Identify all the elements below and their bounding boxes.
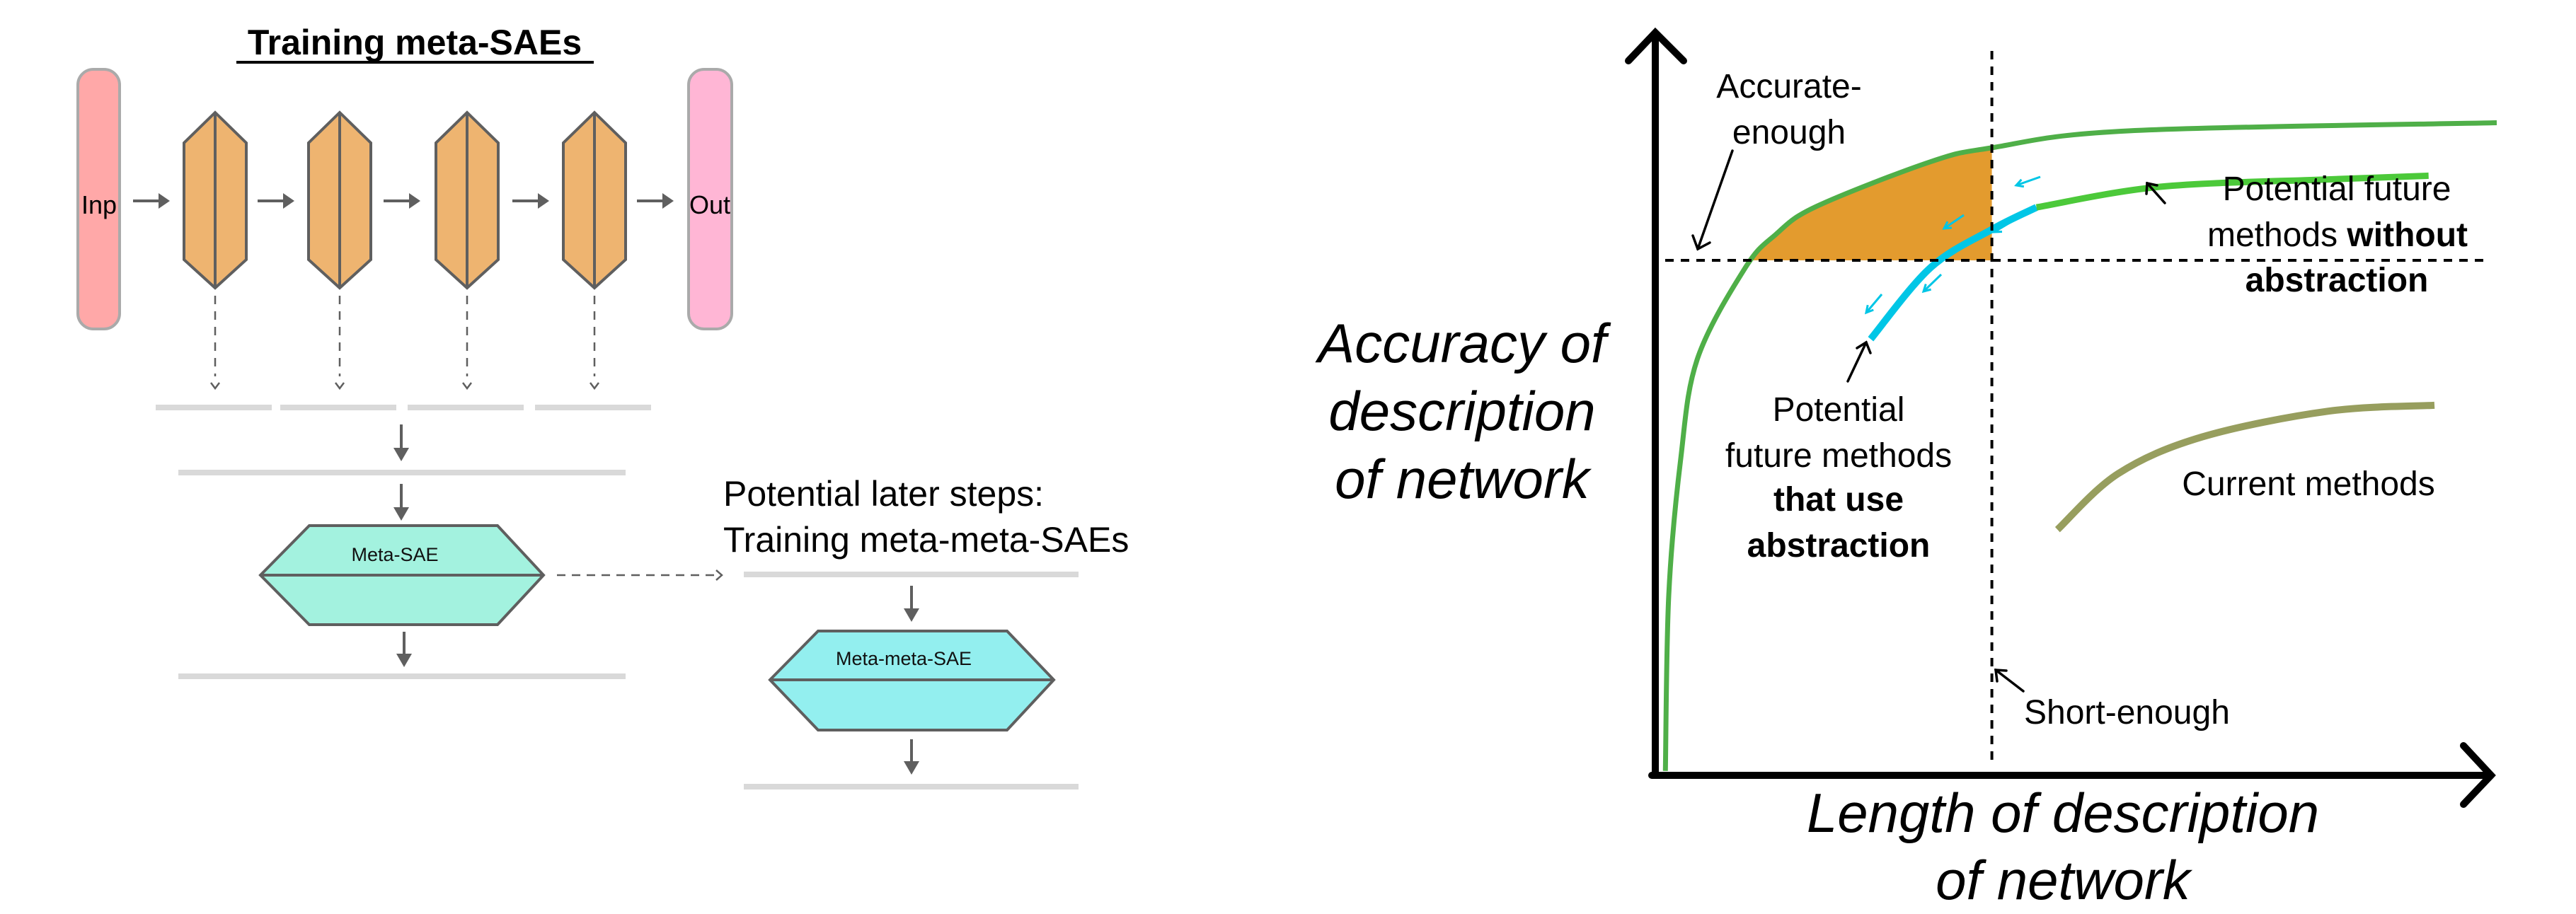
label-part: methods xyxy=(2207,216,2347,254)
layer-block xyxy=(562,110,627,290)
label-line: abstraction xyxy=(2246,262,2429,299)
meta-meta-sae-output-bar xyxy=(744,784,1079,789)
arrow-right-icon xyxy=(637,193,674,209)
accurate-enough-pointer-icon xyxy=(1691,149,1734,251)
accurate-enough-label-line: Accurate- xyxy=(1716,68,1861,105)
non-abstraction-methods-pointer-icon xyxy=(2145,181,2166,204)
dashed-arrow-right-icon xyxy=(557,569,723,581)
activation-bar xyxy=(408,405,524,410)
arrow-right-icon xyxy=(512,193,549,209)
abstraction-methods-curve xyxy=(1868,204,2038,342)
output-label: Out xyxy=(689,190,730,219)
chart: Accuracy of description of network Lengt… xyxy=(1315,27,2497,911)
arrow-down-icon xyxy=(396,632,412,667)
y-axis-label-line: description xyxy=(1328,380,1595,442)
shift-arrow-icon xyxy=(1864,294,1883,315)
meta-meta-sae-block: Meta-meta-SAE xyxy=(768,630,1056,731)
concatenated-activation-bar xyxy=(178,470,626,475)
label-line: future methods xyxy=(1725,437,1952,475)
short-enough-pointer-icon xyxy=(1994,669,2025,693)
label-line: Potential future xyxy=(2223,170,2451,208)
abstraction-methods-label: Potential future methods that use abstra… xyxy=(1725,391,1952,565)
arrow-down-icon xyxy=(393,484,409,521)
x-axis xyxy=(1648,742,2496,808)
non-abstraction-methods-label: Potential future methods without abstrac… xyxy=(2207,170,2468,299)
left-diagram: Training meta-SAEs Inp Out xyxy=(76,23,1129,789)
arrow-right-icon xyxy=(258,193,294,209)
dashed-arrow-down-icon xyxy=(462,296,472,391)
accurate-enough-label-line: enough xyxy=(1732,114,1846,151)
layer-block xyxy=(435,110,500,290)
layer-block xyxy=(183,110,248,290)
activation-bars xyxy=(156,405,651,410)
output-bar xyxy=(687,68,733,330)
ideal-frontier-curve xyxy=(1662,120,2497,771)
arrow-down-icon xyxy=(904,739,919,775)
meta-sae-label: Meta-SAE xyxy=(351,544,438,565)
label-part-bold: without xyxy=(2346,216,2468,254)
x-axis-label-line: of network xyxy=(1936,849,2193,911)
dashed-arrow-down-icon xyxy=(210,296,220,391)
acceptable-region xyxy=(1752,147,1992,260)
abstraction-methods-pointer-icon xyxy=(1846,340,1872,383)
shift-arrow-icon xyxy=(1992,218,2016,233)
x-axis-label: Length of description of network xyxy=(1807,782,2319,911)
y-axis-label: Accuracy of description of network xyxy=(1315,312,1611,510)
short-enough-label: Short-enough xyxy=(2024,694,2230,731)
current-methods-label: Current methods xyxy=(2182,465,2435,503)
arrow-down-icon xyxy=(904,586,919,622)
meta-sae-block: Meta-SAE xyxy=(258,524,546,626)
current-methods-curve xyxy=(2054,401,2435,533)
activation-capture-arrows xyxy=(210,296,599,391)
shift-arrows xyxy=(1864,175,2041,315)
shift-arrow-icon xyxy=(1921,273,1943,294)
y-axis xyxy=(1625,27,1687,779)
meta-sae-feature-bar xyxy=(744,572,1079,577)
y-axis-label-line: Accuracy of xyxy=(1315,312,1611,374)
later-steps-line1: Potential later steps: xyxy=(723,474,1044,514)
non-abstraction-methods-curve xyxy=(2035,172,2429,211)
x-axis-arrow-icon xyxy=(2460,742,2496,808)
dashed-arrow-down-icon xyxy=(335,296,345,391)
arrow-right-icon xyxy=(133,193,170,209)
label-line: abstraction xyxy=(1747,527,1931,565)
shift-arrow-icon xyxy=(1942,214,1965,230)
later-steps-line2: Training meta-meta-SAEs xyxy=(723,520,1129,560)
meta-sae-output-bar xyxy=(178,673,626,679)
activation-bar xyxy=(280,405,396,410)
diagram-title: Training meta-SAEs xyxy=(248,23,582,62)
label-line: that use xyxy=(1773,481,1904,519)
forward-arrows xyxy=(133,193,674,209)
arrow-right-icon xyxy=(384,193,420,209)
input-bar xyxy=(76,68,121,330)
y-axis-label-line: of network xyxy=(1335,448,1592,510)
label-line: methods without xyxy=(2207,216,2468,254)
x-axis-label-line: Length of description xyxy=(1807,782,2319,844)
shift-arrow-icon xyxy=(2014,175,2041,188)
dashed-arrow-down-icon xyxy=(590,296,599,391)
label-line: Potential xyxy=(1773,391,1905,429)
meta-meta-sae-label: Meta-meta-SAE xyxy=(836,648,972,669)
activation-bar xyxy=(535,405,651,410)
layer-block xyxy=(307,110,372,290)
activation-bar xyxy=(156,405,272,410)
series-layer xyxy=(1662,120,2497,771)
arrow-down-icon xyxy=(393,424,409,461)
y-axis-arrow-icon xyxy=(1625,27,1687,64)
layer-blocks xyxy=(183,110,627,290)
input-label: Inp xyxy=(81,190,117,219)
